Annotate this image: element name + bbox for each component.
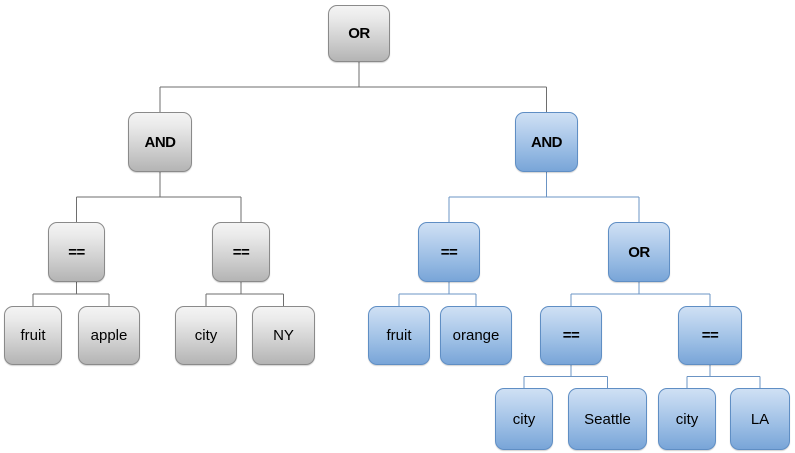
tree-edge-from-b-and <box>448 172 640 222</box>
tree-node-label: == <box>232 243 250 261</box>
tree-node-label: apple <box>90 327 128 344</box>
tree-node-g-ny[interactable]: NY <box>252 306 315 365</box>
tree-node-g-fruit[interactable]: fruit <box>4 306 62 365</box>
tree-node-b-eq3[interactable]: == <box>678 306 742 365</box>
tree-node-b-eq1[interactable]: == <box>418 222 480 282</box>
tree-edge-from-g-eq2 <box>205 282 285 306</box>
tree-edge-from-g-eq1 <box>32 282 110 306</box>
tree-node-label: == <box>440 243 458 261</box>
tree-node-b-seattle[interactable]: Seattle <box>568 388 647 450</box>
tree-node-label: == <box>562 327 580 344</box>
tree-edge-from-b-eq2 <box>523 365 609 388</box>
tree-node-label: OR <box>348 25 370 42</box>
tree-node-label: LA <box>750 410 770 428</box>
tree-node-b-and[interactable]: AND <box>515 112 578 172</box>
tree-node-b-fruit[interactable]: fruit <box>368 306 430 365</box>
tree-node-label: == <box>68 243 85 261</box>
tree-edge-from-b-eq3 <box>686 365 761 388</box>
tree-node-g-and[interactable]: AND <box>128 112 192 172</box>
tree-node-label: OR <box>628 243 650 261</box>
tree-node-label: fruit <box>386 327 412 344</box>
tree-node-label: == <box>701 327 719 344</box>
tree-node-b-la[interactable]: LA <box>730 388 790 450</box>
tree-edge-from-root <box>159 62 548 112</box>
tree-node-label: AND <box>144 133 177 151</box>
tree-edge-from-b-eq1 <box>398 282 477 306</box>
tree-node-g-eq1[interactable]: == <box>48 222 105 282</box>
tree-node-label: city <box>512 410 536 428</box>
tree-node-g-eq2[interactable]: == <box>212 222 270 282</box>
tree-node-g-apple[interactable]: apple <box>78 306 140 365</box>
tree-node-b-orange[interactable]: orange <box>440 306 512 365</box>
tree-node-b-city1[interactable]: city <box>495 388 553 450</box>
tree-edge-from-b-or <box>570 282 711 306</box>
tree-node-label: fruit <box>20 327 46 344</box>
tree-node-label: AND <box>531 133 563 151</box>
tree-node-label: city <box>194 327 218 344</box>
tree-node-label: Seattle <box>584 410 631 428</box>
tree-node-b-eq2[interactable]: == <box>540 306 602 365</box>
tree-node-b-or[interactable]: OR <box>608 222 670 282</box>
tree-node-g-city[interactable]: city <box>175 306 237 365</box>
tree-node-b-city2[interactable]: city <box>658 388 716 450</box>
tree-node-label: city <box>675 410 699 428</box>
tree-node-label: orange <box>452 327 500 344</box>
tree-edge-from-g-and <box>75 172 242 222</box>
tree-node-root[interactable]: OR <box>328 5 390 62</box>
tree-node-label: NY <box>273 327 294 344</box>
